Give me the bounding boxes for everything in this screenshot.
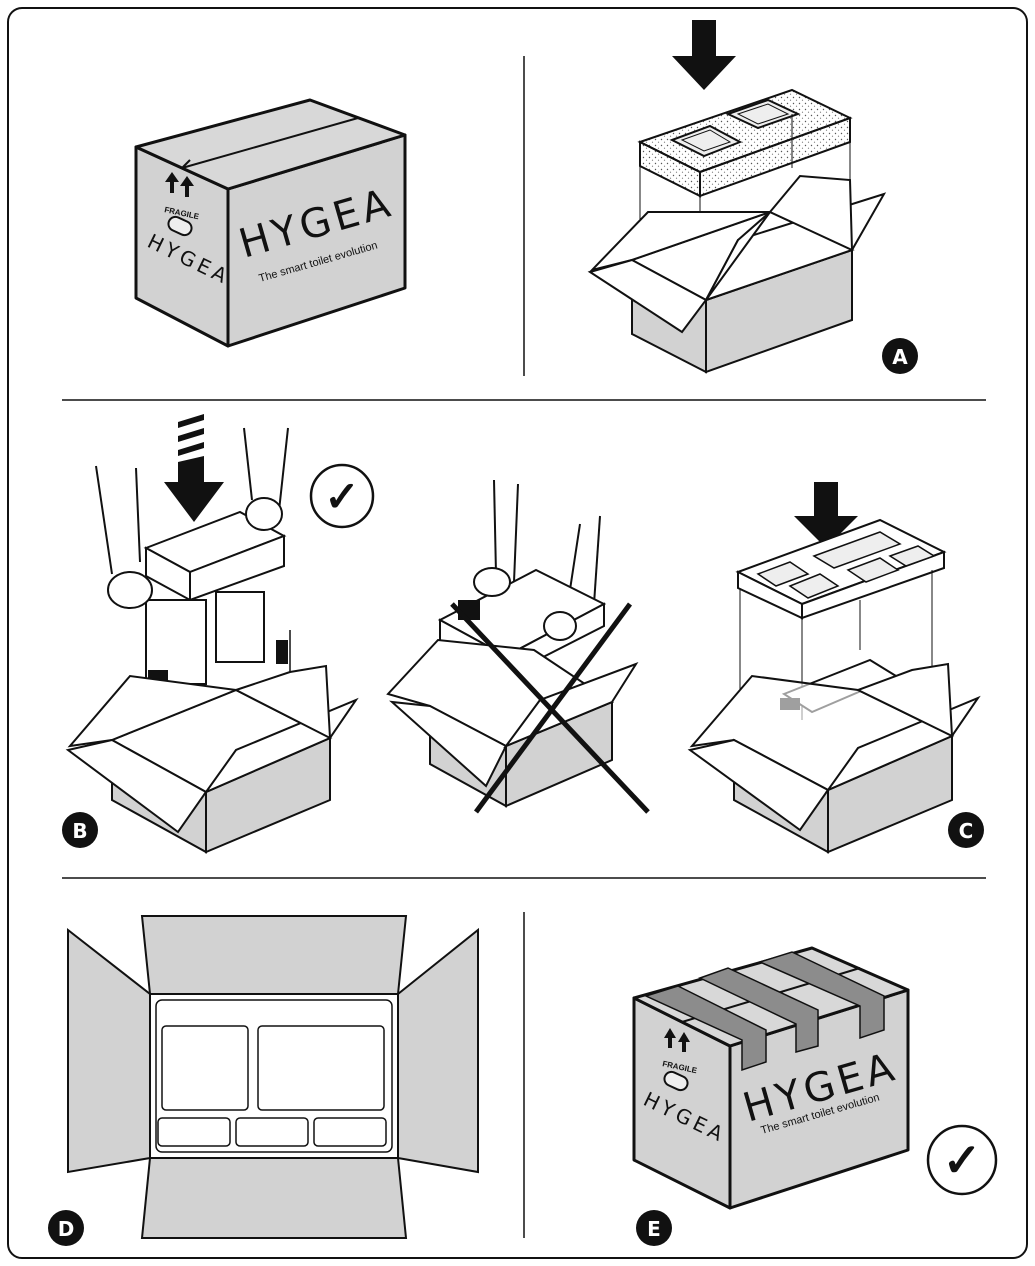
svg-text:✓: ✓: [943, 1134, 982, 1186]
step-badge-a: A: [882, 338, 918, 374]
svg-text:E: E: [647, 1217, 661, 1241]
svg-text:C: C: [959, 819, 974, 843]
step-badge-e: E: [636, 1210, 672, 1246]
svg-text:A: A: [892, 345, 908, 369]
step-badge-c: C: [948, 812, 984, 848]
svg-text:B: B: [72, 819, 87, 843]
correct-check-mark-e: ✓: [928, 1126, 996, 1194]
correct-check-mark-b: ✓: [311, 465, 373, 527]
step-badge-d: D: [48, 1210, 84, 1246]
svg-text:✓: ✓: [324, 473, 359, 520]
step-badge-b: B: [62, 812, 98, 848]
svg-text:D: D: [58, 1217, 75, 1241]
